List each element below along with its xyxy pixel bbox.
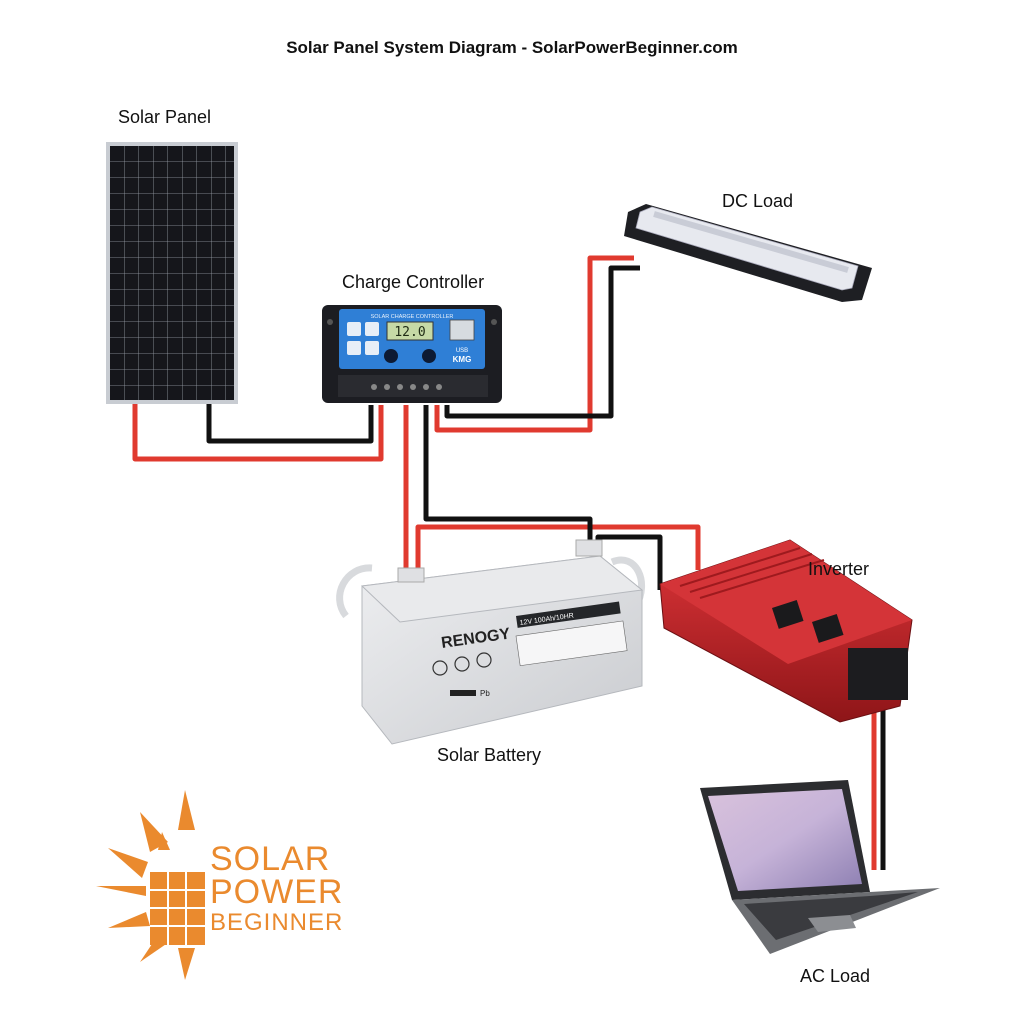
solar-battery-label: Solar Battery: [437, 745, 542, 765]
battery-positive-wire-2: [415, 524, 701, 575]
battery-negative-wire: [423, 405, 593, 548]
controller-usb-label: USB: [456, 348, 468, 354]
controller-reading: 12.0: [394, 325, 425, 340]
logo-line-1: SOLAR: [210, 840, 331, 878]
logo-line-3: BEGINNER: [210, 909, 344, 936]
charge-controller: SOLAR CHARGE CONTROLLER 12.0 USB KMG: [322, 305, 502, 403]
solar-panel: [106, 142, 238, 404]
charge-controller-label: Charge Controller: [342, 272, 485, 292]
ac-load-label: AC Load: [800, 966, 871, 986]
inverter: [659, 539, 913, 723]
laptop: [700, 780, 940, 954]
wires: [132, 255, 886, 870]
logo: SOLAR POWER BEGINNER: [210, 842, 343, 935]
controller-header: SOLAR CHARGE CONTROLLER: [371, 314, 454, 320]
battery-chem: Pb: [480, 689, 490, 698]
panel-negative-wire: [206, 402, 374, 444]
logo-sun-grid: [150, 872, 205, 945]
controller-brand: KMG: [453, 355, 472, 364]
load-positive-wire: [434, 255, 634, 433]
dc-load-label: DC Load: [722, 191, 794, 211]
logo-line-2: POWER: [210, 873, 344, 911]
solar-battery: RENOGY 12V 100Ah/10HR Pb: [336, 539, 646, 745]
solar-panel-label: Solar Panel: [118, 107, 212, 127]
load-negative-wire: [444, 265, 640, 419]
page-title: Solar Panel System Diagram - SolarPowerB…: [286, 38, 738, 57]
inverter-label: Inverter: [808, 559, 870, 579]
dc-load-light-bar: [624, 204, 872, 302]
panel-positive-wire: [132, 402, 384, 462]
logo-sun-icon: [96, 790, 205, 980]
